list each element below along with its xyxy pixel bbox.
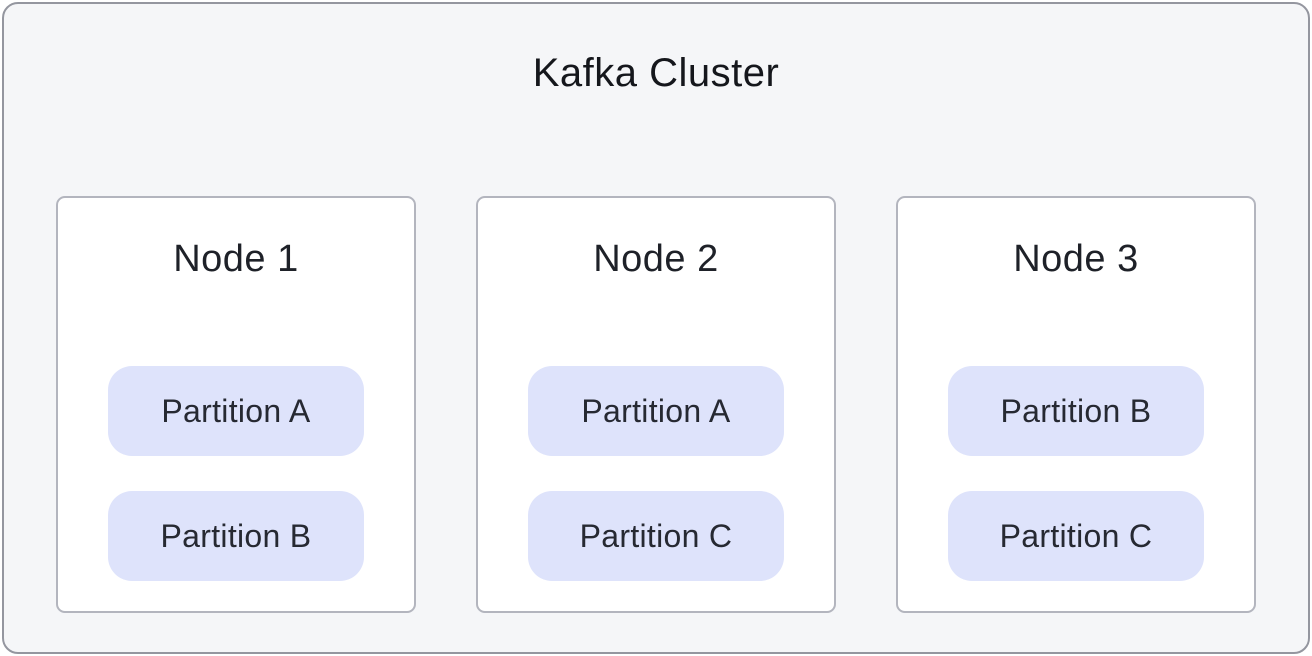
- node-title: Node 3: [1013, 238, 1139, 280]
- partition-list: Partition A Partition C: [528, 366, 784, 581]
- node-card-3: Node 3 Partition B Partition C: [896, 196, 1256, 613]
- partition-pill: Partition B: [108, 491, 364, 581]
- node-title: Node 1: [173, 238, 299, 280]
- node-card-1: Node 1 Partition A Partition B: [56, 196, 416, 613]
- nodes-row: Node 1 Partition A Partition B Node 2 Pa…: [4, 196, 1308, 613]
- cluster-title: Kafka Cluster: [532, 51, 780, 95]
- partition-pill: Partition C: [948, 491, 1204, 581]
- partition-pill: Partition C: [528, 491, 784, 581]
- node-card-2: Node 2 Partition A Partition C: [476, 196, 836, 613]
- node-title: Node 2: [593, 238, 719, 280]
- partition-pill: Partition A: [528, 366, 784, 456]
- partition-pill: Partition A: [108, 366, 364, 456]
- partition-list: Partition A Partition B: [108, 366, 364, 581]
- partition-pill: Partition B: [948, 366, 1204, 456]
- partition-list: Partition B Partition C: [948, 366, 1204, 581]
